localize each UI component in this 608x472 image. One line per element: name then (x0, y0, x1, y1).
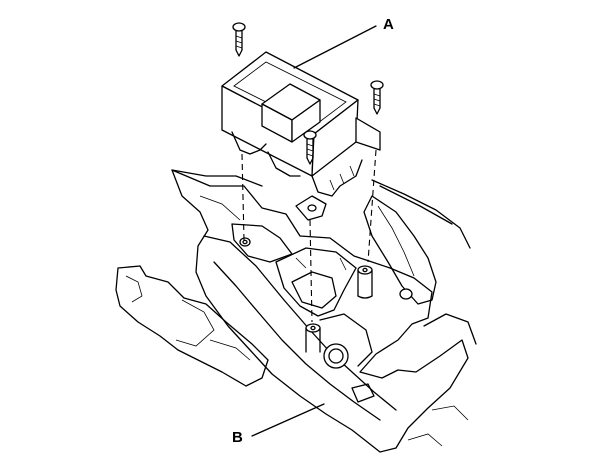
leader-line-a (293, 25, 377, 69)
screw-right (367, 80, 384, 263)
callout-a: A (383, 16, 394, 33)
callout-b: B (232, 429, 243, 446)
screw-left (232, 22, 246, 241)
relay-box (221, 51, 381, 221)
leader-line-b (251, 403, 325, 437)
screw-center (303, 130, 317, 323)
console-panel (115, 169, 477, 453)
